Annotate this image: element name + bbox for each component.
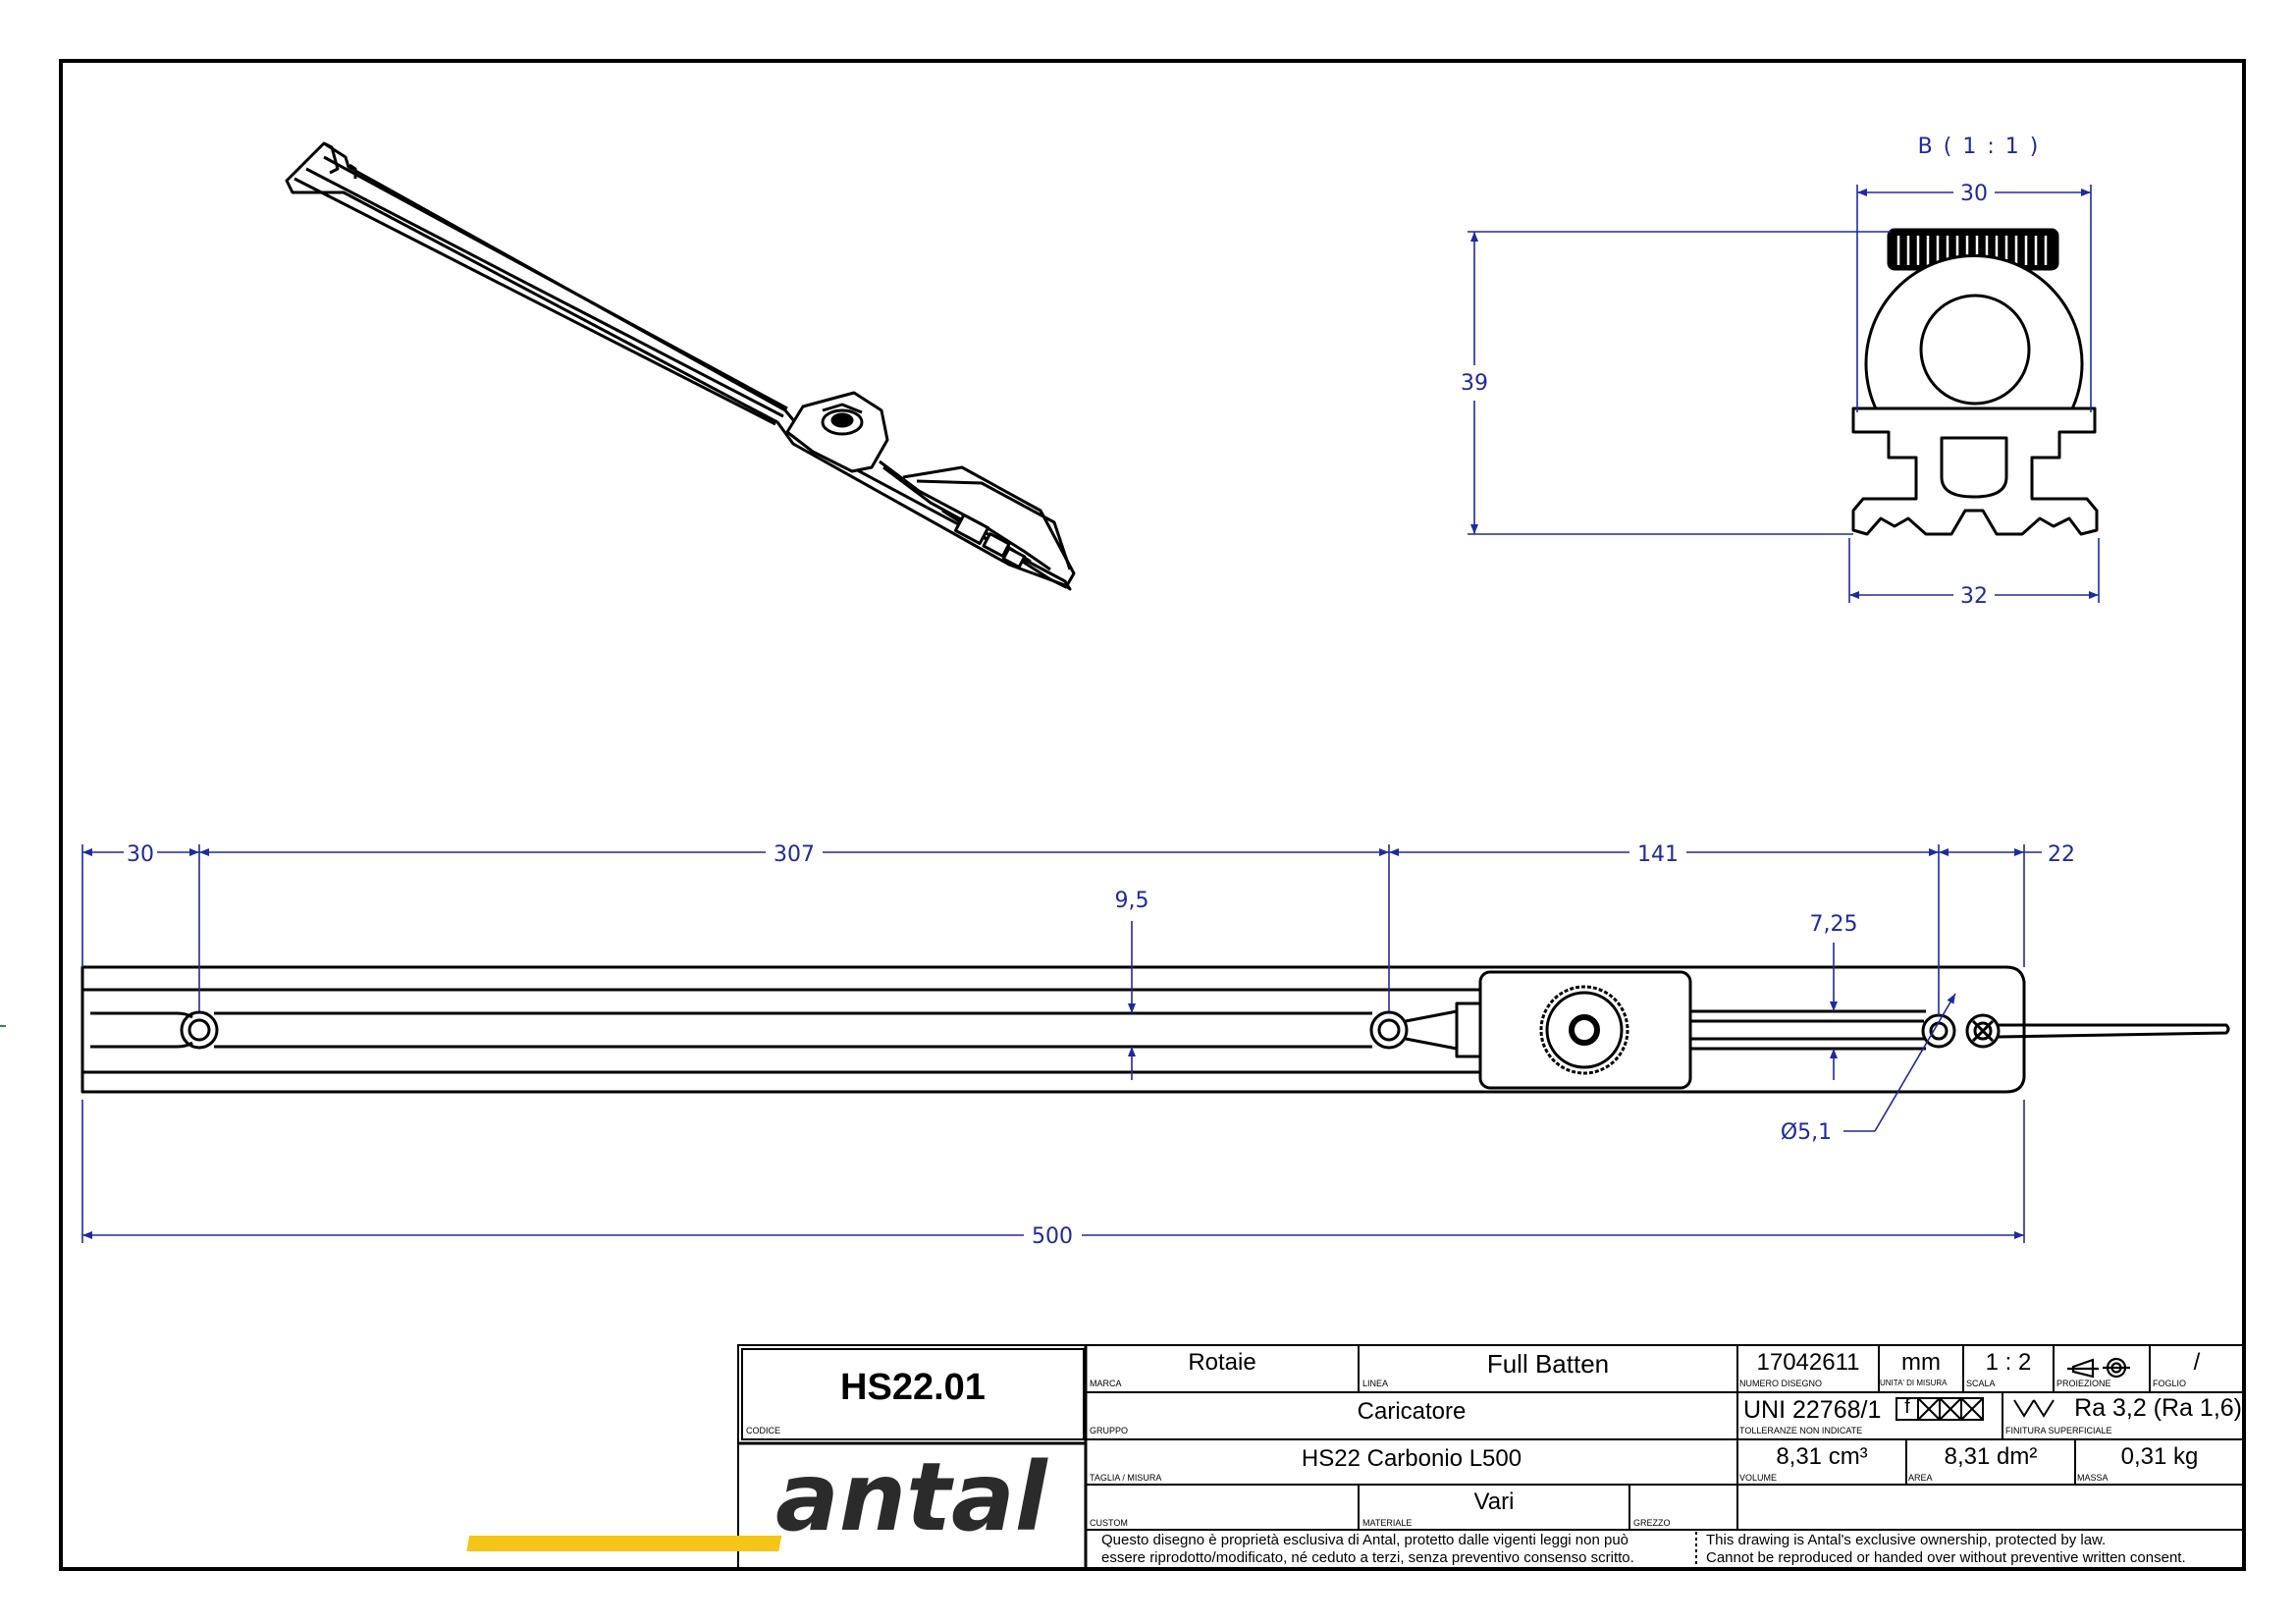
dim-detail-width-top: 30 — [1960, 182, 1988, 206]
antal-logo: antal — [466, 1442, 1048, 1552]
drawing-number: 17042611 — [1756, 1349, 1860, 1376]
code-label: CODICE — [746, 1426, 781, 1435]
legal-it-line-2: essere riprodotto/modificato, né ceduto … — [1101, 1549, 1634, 1566]
section-label: B ( 1 : 1 ) — [1918, 135, 2041, 159]
group-label: GRUPPO — [1090, 1426, 1129, 1435]
tolerance-class-icons — [1896, 1397, 1984, 1421]
dim-hole-diameter: Ø5,1 — [1781, 1120, 1832, 1145]
mass-value: 0,31 kg — [2120, 1443, 2199, 1470]
dim-seg4: 22 — [2048, 842, 2075, 867]
custom-label: CUSTOM — [1090, 1518, 1128, 1528]
tolerance-label: TOLLERANZE NON INDICATE — [1739, 1426, 1863, 1435]
finish-value: Ra 3,2 (Ra 1,6) — [2074, 1394, 2242, 1422]
tolerance-class: f — [1904, 1396, 1910, 1418]
surface-finish-icon — [2013, 1399, 2055, 1418]
legal-en-line-2: Cannot be reproduced or handed over with… — [1706, 1549, 2186, 1566]
volume-label: VOLUME — [1739, 1473, 1778, 1483]
drawing-number-label: NUMERO DISEGNO — [1739, 1379, 1823, 1388]
volume-value: 8,31 cm³ — [1776, 1443, 1868, 1470]
dim-detail-width-bottom: 32 — [1960, 584, 1988, 609]
tolerance-value: UNI 22768/1 — [1743, 1396, 1882, 1424]
scale-label: SCALA — [1966, 1379, 1996, 1388]
dim-detail-height: 39 — [1461, 371, 1488, 396]
dim-overall-length: 500 — [1032, 1224, 1073, 1249]
unit-value: mm — [1901, 1349, 1941, 1376]
finish-label: FINITURA SUPERFICIALE — [2005, 1426, 2112, 1435]
sheet-label: FOGLIO — [2153, 1379, 2187, 1388]
legal-notice-en: This drawing is Antal's exclusive owners… — [1706, 1532, 2186, 1567]
dim-slot-width: 9,5 — [1115, 889, 1149, 913]
area-label: AREA — [1908, 1473, 1933, 1483]
line-label: LINEA — [1362, 1379, 1389, 1388]
material-label: MATERIALE — [1362, 1518, 1413, 1528]
size-label: TAGLIA / MISURA — [1090, 1473, 1162, 1483]
area-value: 8,31 dm² — [1944, 1443, 2038, 1470]
projection-icon — [2067, 1357, 2130, 1379]
unit-label: UNITA' DI MISURA — [1880, 1379, 1948, 1387]
mass-label: MASSA — [2077, 1473, 2109, 1483]
brand-value: Rotaie — [1188, 1349, 1256, 1376]
title-block-grid — [737, 1344, 2245, 1570]
part-code: HS22.01 — [840, 1367, 986, 1408]
section-dimensions — [1468, 185, 2100, 603]
scale-value: 1 : 2 — [1985, 1349, 2032, 1376]
isometric-view — [285, 141, 1076, 591]
section-view — [1851, 228, 2099, 536]
raw-label: GREZZO — [1633, 1518, 1671, 1528]
legal-notice-it: Questo disegno è proprietà esclusiva di … — [1101, 1532, 1634, 1567]
dim-wire-gap: 7,25 — [1810, 912, 1858, 937]
svg-text:antal: antal — [775, 1442, 1048, 1552]
dim-seg3: 141 — [1637, 842, 1679, 867]
dim-seg1: 30 — [127, 842, 154, 867]
size-value: HS22 Carbonio L500 — [1301, 1445, 1522, 1472]
projection-label: PROIEZIONE — [2056, 1379, 2111, 1388]
dim-seg2: 307 — [774, 842, 815, 867]
legal-en-line-1: This drawing is Antal's exclusive owners… — [1706, 1532, 2107, 1548]
line-value: Full Batten — [1486, 1349, 1610, 1379]
side-view — [80, 965, 2230, 1094]
brand-label: MARCA — [1090, 1379, 1122, 1388]
group-value: Caricatore — [1357, 1398, 1467, 1425]
sheet-value: / — [2193, 1349, 2201, 1376]
side-dimensions — [81, 844, 2042, 1243]
legal-it-line-1: Questo disegno è proprietà esclusiva di … — [1101, 1532, 1629, 1548]
material-value: Vari — [1473, 1489, 1515, 1515]
